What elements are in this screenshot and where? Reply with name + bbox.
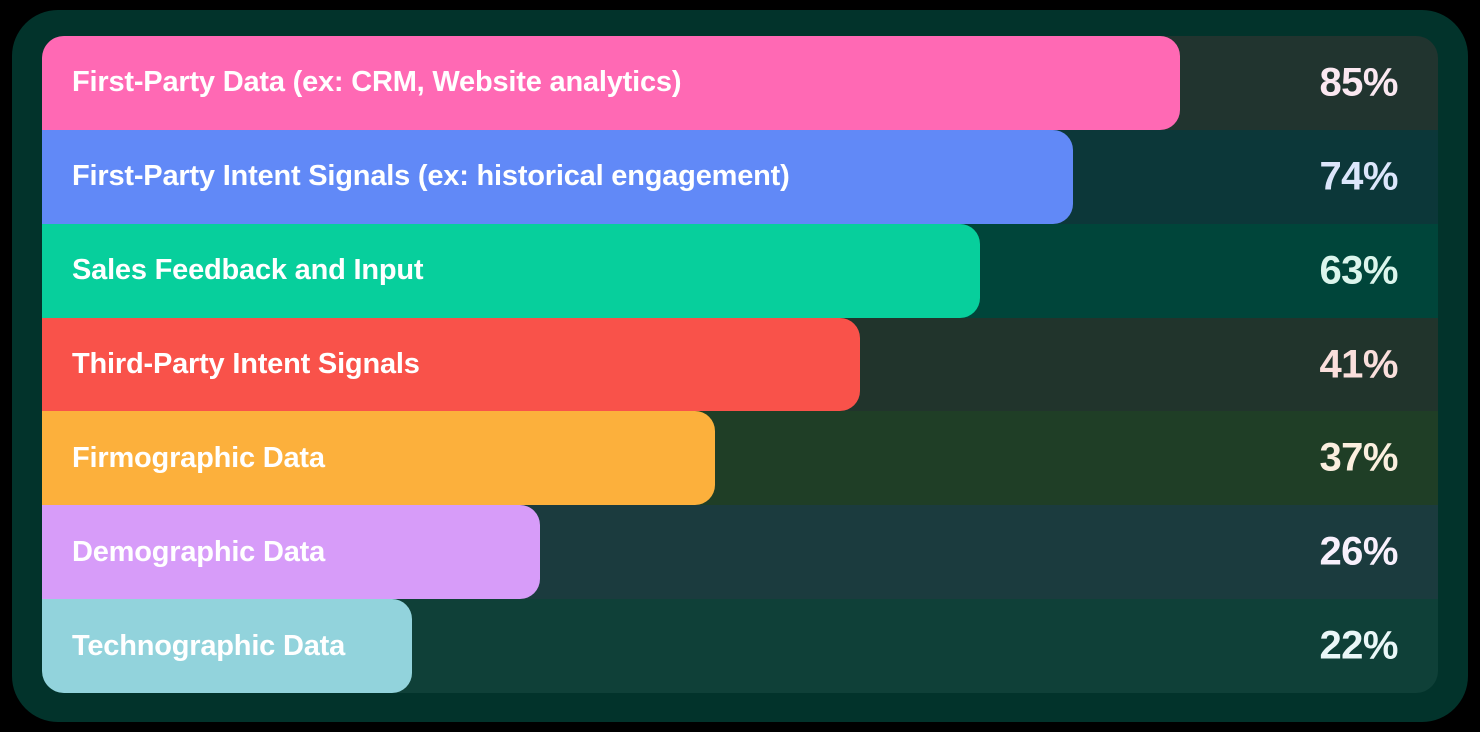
bar[interactable]: Technographic Data xyxy=(42,599,412,693)
bar[interactable]: Demographic Data xyxy=(42,505,540,600)
bar-category-label: Sales Feedback and Input xyxy=(72,254,424,287)
bar-category-label: Demographic Data xyxy=(72,535,326,568)
bar[interactable]: First-Party Data (ex: CRM, Website analy… xyxy=(42,36,1180,130)
bar-row: Firmographic Data 37% xyxy=(42,411,1438,506)
bar[interactable]: First-Party Intent Signals (ex: historic… xyxy=(42,129,1073,224)
bar-category-label: Firmographic Data xyxy=(72,441,325,474)
chart-card: First-Party Data (ex: CRM, Website analy… xyxy=(12,10,1468,722)
bar-value-label: 74% xyxy=(1319,154,1398,199)
bar-row: First-Party Intent Signals (ex: historic… xyxy=(42,129,1438,224)
bar-value-label: 63% xyxy=(1319,248,1398,293)
bar[interactable]: Firmographic Data xyxy=(42,411,715,506)
bar-value-label: 37% xyxy=(1319,435,1398,480)
bar-category-label: Third-Party Intent Signals xyxy=(72,348,420,380)
bar[interactable]: Sales Feedback and Input xyxy=(42,223,980,318)
bar[interactable]: Third-Party Intent Signals xyxy=(42,317,860,412)
bar-row: Sales Feedback and Input 63% xyxy=(42,223,1438,318)
bar-category-label: First-Party Intent Signals (ex: historic… xyxy=(72,160,790,193)
bar-category-label: First-Party Data (ex: CRM, Website analy… xyxy=(72,66,682,99)
bar-chart-rows: First-Party Data (ex: CRM, Website analy… xyxy=(42,36,1438,693)
bar-row: Third-Party Intent Signals 41% xyxy=(42,317,1438,412)
bar-value-label: 22% xyxy=(1319,623,1398,668)
bar-category-label: Technographic Data xyxy=(72,629,346,662)
bar-row: First-Party Data (ex: CRM, Website analy… xyxy=(42,36,1438,130)
bar-value-label: 26% xyxy=(1319,529,1398,574)
bar-row: Technographic Data 22% xyxy=(42,599,1438,693)
bar-row: Demographic Data 26% xyxy=(42,505,1438,600)
bar-value-label: 41% xyxy=(1319,342,1398,386)
bar-value-label: 85% xyxy=(1319,60,1398,105)
